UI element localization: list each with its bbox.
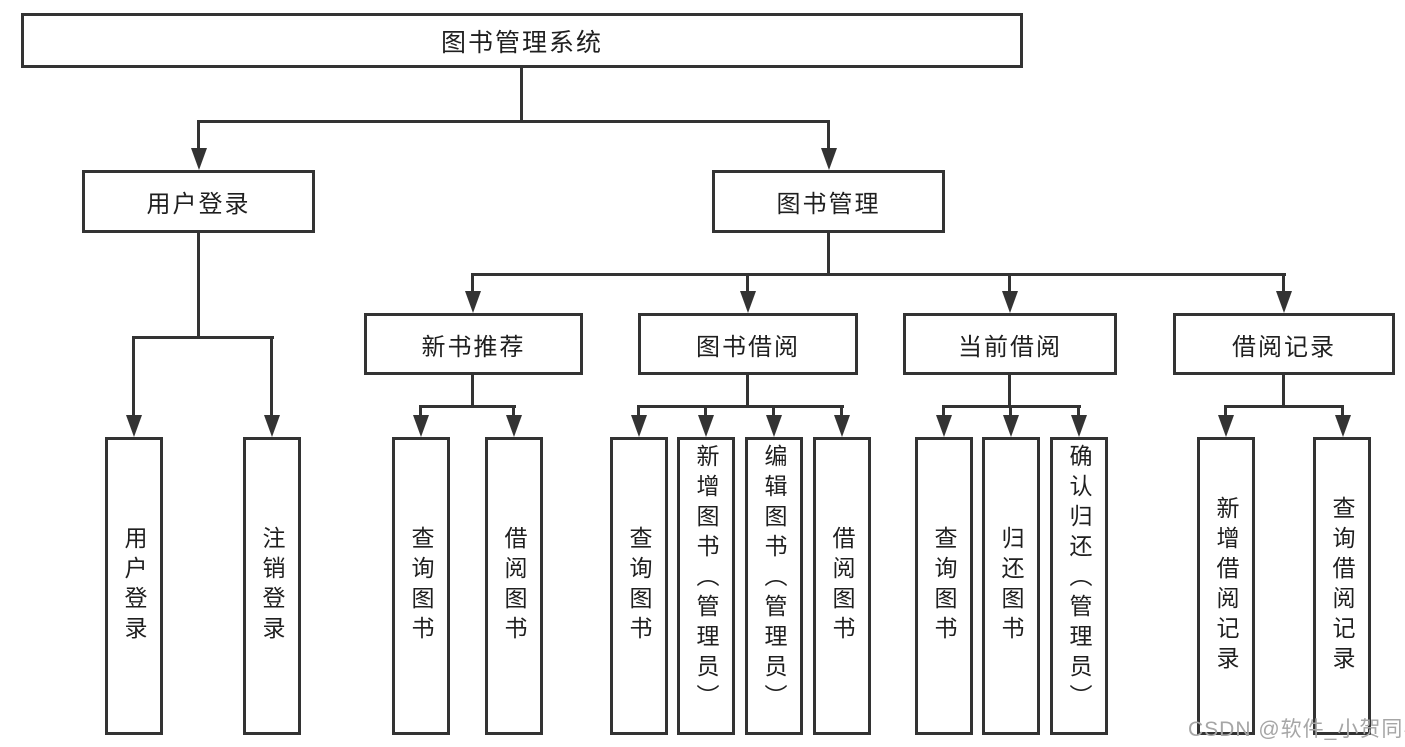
leaf-nbr-borrow-books: 借阅图书 (485, 437, 543, 735)
arrow-down-bb-edit-books (765, 405, 782, 437)
connector-group4-stem (1282, 375, 1285, 405)
leaf-bb-query-books-label: 查询图书 (626, 526, 652, 646)
leaf-cb-query-books-label: 查询图书 (931, 526, 957, 646)
connector-root-stem (520, 68, 523, 120)
node-root: 图书管理系统 (21, 13, 1023, 68)
connector-user-rail (132, 336, 274, 339)
arrow-down-cb-return-books (1002, 405, 1019, 437)
leaf-bb-borrow-books: 借阅图书 (813, 437, 871, 735)
leaf-logout-label: 注销登录 (259, 526, 285, 646)
leaf-br-query-record: 查询借阅记录 (1313, 437, 1371, 735)
connector-group2-stem (746, 375, 749, 405)
connector-mgmt-stem (827, 233, 830, 273)
arrow-down-user-login (190, 120, 207, 170)
arrow-down-bb-add-books (697, 405, 714, 437)
connector-group1-rail (419, 405, 516, 408)
arrow-down-leaf-logout (263, 336, 280, 437)
connector-group2-rail (637, 405, 844, 408)
arrow-down-cb-query-books (935, 405, 952, 437)
node-new-book-recommend-label: 新书推荐 (421, 333, 526, 361)
leaf-cb-return-books: 归还图书 (982, 437, 1040, 735)
leaf-nbr-query-books: 查询图书 (392, 437, 450, 735)
arrow-down-book-borrow (739, 273, 756, 313)
leaf-user-login-label: 用户登录 (121, 526, 147, 646)
leaf-bb-edit-books-admin-label: 编辑图书（管理员） (761, 444, 787, 714)
leaf-user-login: 用户登录 (105, 437, 163, 735)
arrow-down-borrow-records (1275, 273, 1292, 313)
node-book-mgmt: 图书管理 (712, 170, 945, 233)
leaf-bb-add-books-admin: 新增图书（管理员） (677, 437, 735, 735)
watermark: CSDN @软件_小贺同学 (1188, 718, 1405, 741)
leaf-cb-return-books-label: 归还图书 (998, 526, 1024, 646)
leaf-cb-query-books: 查询图书 (915, 437, 973, 735)
connector-group1-stem (471, 375, 474, 405)
arrow-down-cb-confirm-return (1070, 405, 1087, 437)
node-borrow-records: 借阅记录 (1173, 313, 1395, 375)
arrow-down-bb-query-books (630, 405, 647, 437)
connector-user-stem (197, 233, 200, 336)
node-book-borrow: 图书借阅 (638, 313, 858, 375)
leaf-cb-confirm-return-admin: 确认归还（管理员） (1050, 437, 1108, 735)
leaf-nbr-query-books-label: 查询图书 (408, 526, 434, 646)
leaf-bb-add-books-admin-label: 新增图书（管理员） (693, 444, 719, 714)
arrow-down-book-mgmt (820, 120, 837, 170)
node-current-borrow: 当前借阅 (903, 313, 1117, 375)
arrow-down-br-add-record (1217, 405, 1234, 437)
node-book-mgmt-label: 图书管理 (776, 191, 881, 218)
node-borrow-records-label: 借阅记录 (1232, 333, 1336, 361)
leaf-bb-borrow-books-label: 借阅图书 (829, 526, 855, 646)
arrow-down-nbr-borrow-books (505, 405, 522, 437)
leaf-bb-edit-books-admin: 编辑图书（管理员） (745, 437, 803, 735)
leaf-bb-query-books: 查询图书 (610, 437, 668, 735)
leaf-cb-confirm-return-admin-label: 确认归还（管理员） (1066, 444, 1092, 714)
connector-group4-rail (1224, 405, 1344, 408)
arrow-down-leaf-user-login (125, 336, 142, 437)
node-current-borrow-label: 当前借阅 (958, 333, 1062, 361)
arrow-down-current-borrow (1001, 273, 1018, 313)
leaf-br-add-record-label: 新增借阅记录 (1213, 496, 1239, 676)
node-user-login: 用户登录 (82, 170, 315, 233)
leaf-nbr-borrow-books-label: 借阅图书 (501, 526, 527, 646)
node-book-borrow-label: 图书借阅 (696, 333, 800, 361)
node-new-book-recommend: 新书推荐 (364, 313, 583, 375)
node-root-label: 图书管理系统 (440, 28, 603, 57)
connector-level3-rail (471, 273, 1286, 276)
arrow-down-new-book-recommend (464, 273, 481, 313)
connector-level2-rail (197, 120, 830, 123)
arrow-down-nbr-query-books (412, 405, 429, 437)
node-user-login-label: 用户登录 (146, 191, 251, 218)
connector-group3-stem (1008, 375, 1011, 405)
leaf-br-query-record-label: 查询借阅记录 (1329, 496, 1355, 676)
arrow-down-br-query-record (1334, 405, 1351, 437)
arrow-down-bb-borrow-books (833, 405, 850, 437)
leaf-br-add-record: 新增借阅记录 (1197, 437, 1255, 735)
leaf-logout: 注销登录 (243, 437, 301, 735)
